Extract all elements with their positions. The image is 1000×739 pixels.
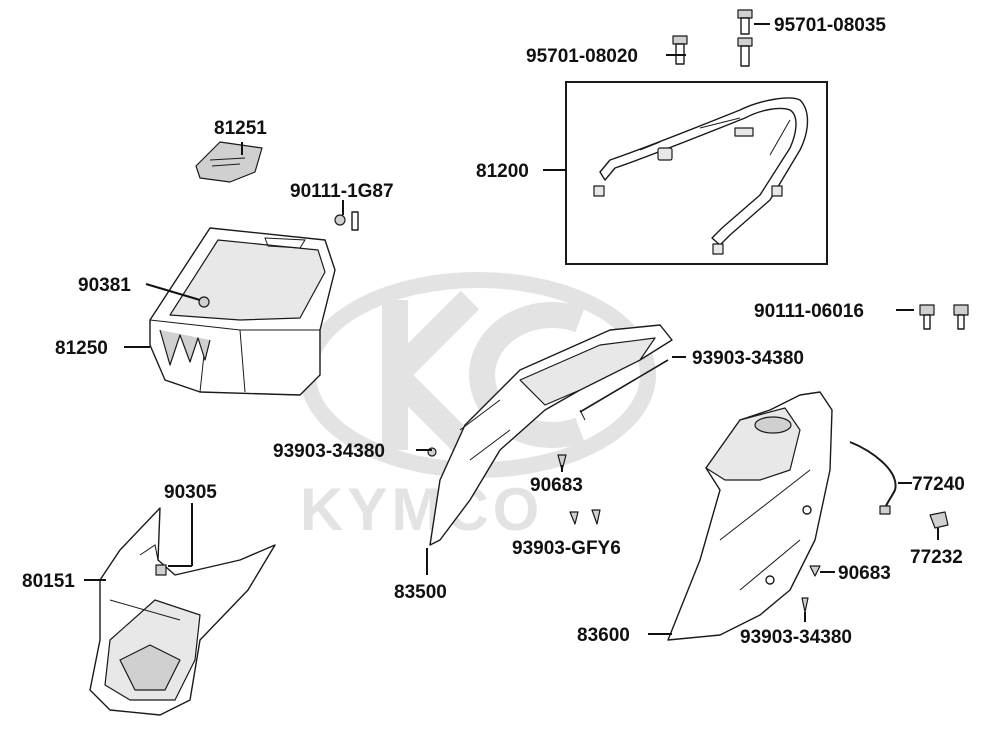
callout-81250: 81250 [55, 338, 108, 359]
callout-81200: 81200 [476, 161, 529, 182]
callout-labels: 95701-08035 95701-08020 81251 81200 9011… [22, 15, 965, 648]
callout-83500: 83500 [394, 582, 447, 603]
bolt-95701-08035[interactable] [737, 9, 753, 67]
callout-95701-08035: 95701-08035 [774, 15, 886, 36]
callout-90683-left: 90683 [530, 475, 583, 496]
callout-83600: 83600 [577, 625, 630, 646]
rear-grab-rail-part[interactable] [593, 97, 809, 255]
bolt-90111-06016-pair[interactable] [919, 304, 969, 330]
screw-93903-34380-right[interactable] [801, 597, 809, 613]
side-cover-left-83500[interactable] [429, 324, 673, 546]
rear-center-cover-80151[interactable] [89, 507, 276, 716]
seat-lock-cable-77240[interactable] [849, 441, 897, 511]
callout-90305: 90305 [164, 482, 217, 503]
grab-rail-foot-right [771, 185, 783, 197]
callout-90683-right: 90683 [838, 563, 891, 584]
clip-90381[interactable] [198, 296, 210, 308]
bolt-95701-08020[interactable] [672, 35, 688, 65]
callout-93903-34380-upper: 93903-34380 [692, 348, 804, 369]
watermark-brand-text: KYMCO [300, 476, 543, 543]
callout-90111-06016: 90111-06016 [754, 301, 864, 322]
callout-93903-34380-right: 93903-34380 [740, 627, 852, 648]
callout-81251: 81251 [214, 118, 267, 139]
clip-90683-right[interactable] [809, 565, 821, 577]
callout-93903-34380-left: 93903-34380 [273, 441, 385, 462]
helmet-box-lid-81251[interactable] [195, 141, 263, 183]
fastener-rod-93903-34380-upper[interactable] [579, 359, 669, 413]
callout-77232: 77232 [910, 547, 963, 568]
screw-90111-1g87[interactable] [334, 211, 359, 231]
callout-80151: 80151 [22, 571, 75, 592]
callout-90381: 90381 [78, 275, 131, 296]
callout-77240: 77240 [912, 474, 965, 495]
side-cover-right-83600[interactable] [667, 391, 833, 641]
watermark-c-letter [469, 302, 585, 448]
clip-77232[interactable] [929, 511, 949, 529]
grab-rail-foot-left [593, 185, 605, 197]
grab-rail-foot-rear [712, 243, 724, 255]
clip-93903-gfy6-b[interactable] [591, 509, 601, 525]
callout-90111-1g87: 90111-1G87 [290, 181, 394, 202]
callout-95701-08020: 95701-08020 [526, 46, 638, 67]
cable-end-77240 [879, 505, 891, 515]
watermark-k-letter [382, 290, 480, 460]
helmet-box-81250[interactable] [149, 227, 336, 396]
leader-lines [84, 23, 939, 635]
clip-90305[interactable] [155, 564, 167, 576]
clip-93903-gfy6-a[interactable] [569, 511, 579, 525]
grab-rail-frame-box [565, 81, 828, 265]
kymco-watermark-logo: KYMCO [300, 272, 656, 543]
callout-93903-gfy6: 93903-GFY6 [512, 538, 621, 559]
grab-rail-mount-boss [657, 147, 673, 161]
clip-90683-left[interactable] [557, 454, 567, 471]
grab-rail-bracket [734, 127, 754, 137]
